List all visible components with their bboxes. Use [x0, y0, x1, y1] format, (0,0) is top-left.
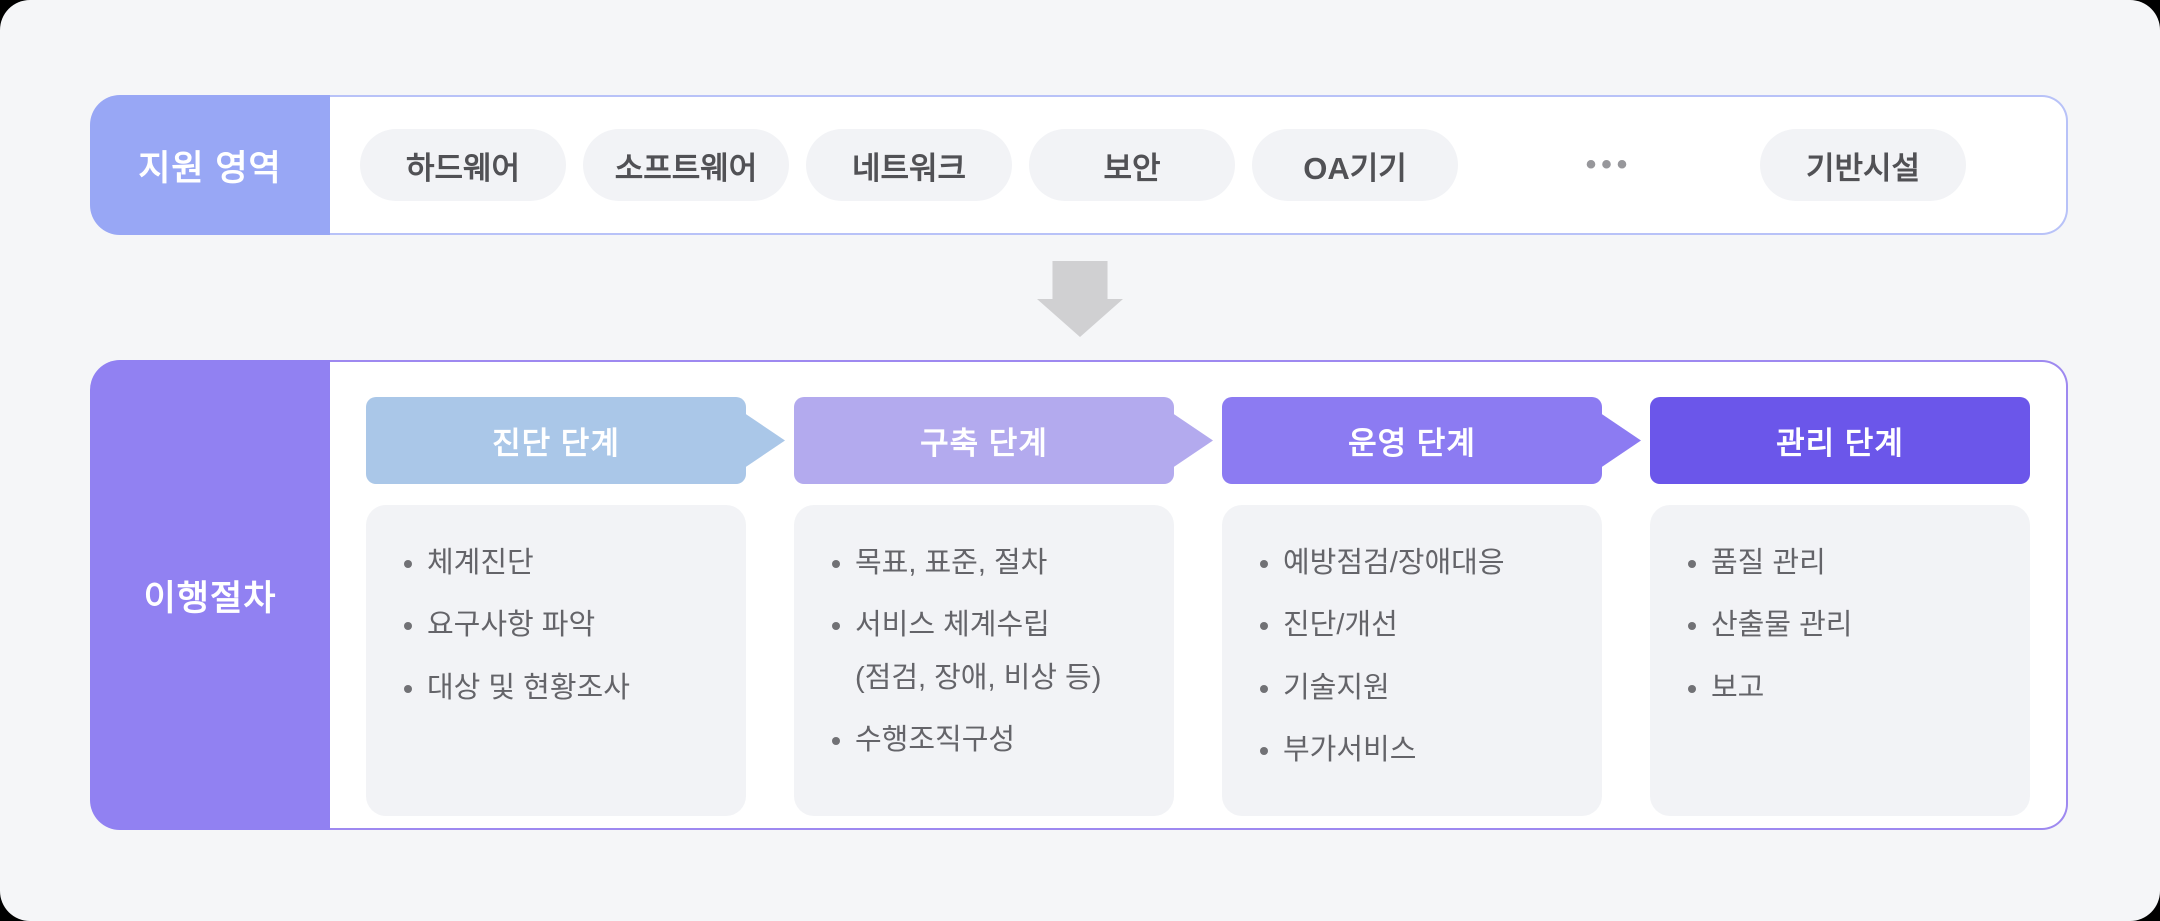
list-item: 대상 및 현황조사: [404, 672, 722, 705]
bullet-icon: [1260, 684, 1268, 693]
bullet-icon: [832, 737, 840, 746]
stage-management: 관리 단계 품질 관리 산출물 관리 보고: [1650, 397, 2030, 817]
ellipsis-icon: •••: [1585, 148, 1633, 181]
stage-diagnosis-card: 체계진단 요구사항 파악 대상 및 현황조사: [366, 505, 746, 817]
bullet-icon: [1260, 622, 1268, 631]
list-item: 진단/개선: [1260, 609, 1578, 642]
support-section-body: 하드웨어 소프트웨어 네트워크 보안 OA기기 ••• 기반시설: [330, 95, 2068, 235]
pill-hardware: 하드웨어: [360, 129, 566, 201]
stage-build: 구축 단계 목표, 표준, 절차 서비스 체계수립 (점검, 장애, 비상 등): [794, 397, 1213, 817]
support-section: 지원 영역 하드웨어 소프트웨어 네트워크 보안 OA기기 ••• 기반시설: [90, 95, 2068, 235]
stage-management-title: 관리 단계: [1776, 426, 1904, 461]
bullet-icon: [1688, 622, 1696, 631]
list-item-subtext: (점검, 장애, 비상 등): [855, 661, 1102, 694]
stage-diagnosis-title: 진단 단계: [492, 426, 620, 461]
stage-diagnosis-header: 진단 단계: [366, 397, 785, 484]
list-item: 수행조직구성: [832, 724, 1150, 757]
list-item: 서비스 체계수립 (점검, 장애, 비상 등): [832, 609, 1150, 695]
support-section-label: 지원 영역: [90, 95, 330, 235]
list-item-text: 진단/개선: [1283, 609, 1398, 642]
list-item: 예방점검/장애대응: [1260, 547, 1578, 580]
stage-arrow-tip-icon: [745, 413, 785, 468]
bullet-icon: [832, 560, 840, 568]
stage-operation-card: 예방점검/장애대응 진단/개선 기술지원 부가서비스: [1222, 505, 1602, 817]
list-item: 체계진단: [404, 547, 722, 580]
bullet-icon: [1260, 747, 1268, 756]
bullet-icon: [404, 560, 412, 568]
pill-network: 네트워크: [806, 129, 1012, 201]
process-section-label: 이행절차: [90, 360, 330, 830]
stage-management-header: 관리 단계: [1650, 397, 2030, 484]
list-item: 부가서비스: [1260, 734, 1578, 767]
pill-oa-devices: OA기기: [1252, 129, 1458, 201]
bullet-icon: [404, 622, 412, 631]
bullet-icon: [1688, 684, 1696, 693]
list-item: 품질 관리: [1688, 547, 2006, 580]
list-item: 요구사항 파악: [404, 609, 722, 642]
list-item-text: 수행조직구성: [855, 724, 1016, 757]
list-item-text: 대상 및 현황조사: [427, 671, 630, 704]
stage-arrow-tip-icon: [1601, 413, 1641, 468]
bullet-icon: [832, 622, 840, 631]
list-item-text: 예방점검/장애대응: [1283, 547, 1505, 579]
down-arrow-icon: [1037, 261, 1123, 337]
list-item-text: 서비스 체계수립: [855, 609, 1050, 642]
stage-build-card: 목표, 표준, 절차 서비스 체계수립 (점검, 장애, 비상 등) 수행조직구…: [794, 505, 1174, 817]
list-item: 보고: [1688, 672, 2006, 705]
bullet-icon: [1688, 560, 1696, 568]
list-item-text: 기술지원: [1283, 671, 1390, 704]
bullet-icon: [1260, 560, 1268, 568]
list-item: 산출물 관리: [1688, 609, 2006, 642]
stage-arrow-tip-icon: [1173, 413, 1213, 468]
list-item-text: 부가서비스: [1283, 734, 1417, 767]
stage-diagnosis: 진단 단계 체계진단 요구사항 파악 대상 및 현황조사: [366, 397, 785, 817]
stage-build-header: 구축 단계: [794, 397, 1213, 484]
list-item-text: 품질 관리: [1711, 547, 1826, 579]
pill-infrastructure: 기반시설: [1760, 129, 1966, 201]
list-item: 기술지원: [1260, 672, 1578, 705]
bullet-icon: [404, 684, 412, 693]
list-item-text: 체계진단: [427, 547, 534, 579]
process-section-body: 진단 단계 체계진단 요구사항 파악 대상 및 현황조사: [330, 360, 2068, 830]
stage-build-title: 구축 단계: [920, 426, 1048, 461]
process-section: 이행절차 진단 단계 체계진단 요구사항 파악: [90, 360, 2068, 830]
stage-operation-title: 운영 단계: [1348, 426, 1476, 461]
stage-operation-header: 운영 단계: [1222, 397, 1641, 484]
pill-security: 보안: [1029, 129, 1235, 201]
list-item-text: 목표, 표준, 절차: [855, 547, 1048, 579]
pill-software: 소프트웨어: [583, 129, 789, 201]
stage-operation: 운영 단계 예방점검/장애대응 진단/개선 기술지원: [1222, 397, 1641, 817]
list-item-text: 보고: [1711, 671, 1765, 704]
stage-management-card: 품질 관리 산출물 관리 보고: [1650, 505, 2030, 817]
list-item: 목표, 표준, 절차: [832, 547, 1150, 580]
list-item-text: 산출물 관리: [1711, 609, 1853, 642]
list-item-text: 요구사항 파악: [427, 609, 596, 642]
